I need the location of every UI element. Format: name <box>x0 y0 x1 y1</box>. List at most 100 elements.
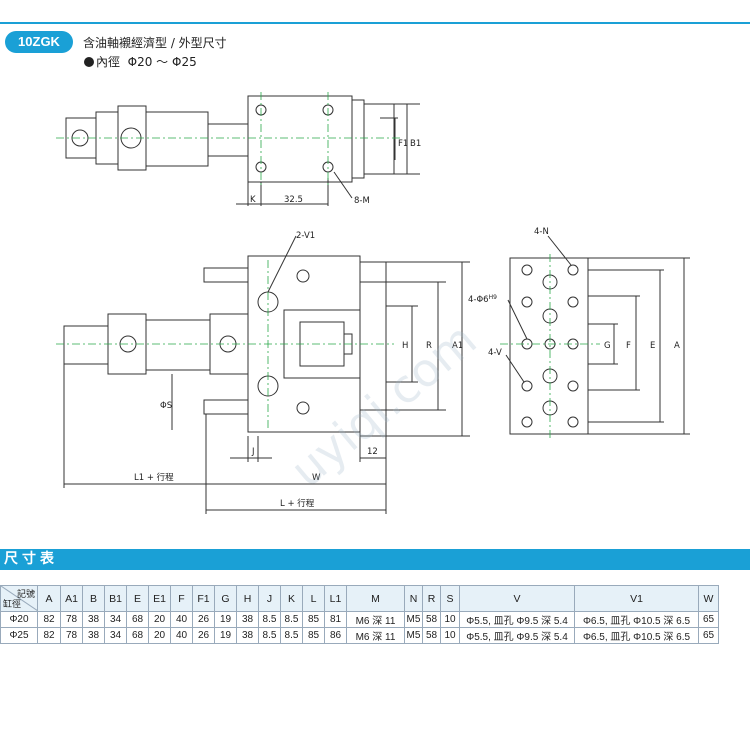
table-cell: 65 <box>698 627 719 644</box>
table-cell: 19 <box>214 627 237 644</box>
table-cell: M5 <box>404 611 423 628</box>
column-header-g: G <box>214 585 237 612</box>
table-cell: 82 <box>37 611 61 628</box>
column-header-h: H <box>236 585 259 612</box>
corner-bore-label: 缸徑 <box>3 599 22 609</box>
column-header-j: J <box>258 585 281 612</box>
table-cell: 38 <box>236 611 259 628</box>
column-header-l1: L1 <box>324 585 347 612</box>
table-cell: 26 <box>192 627 215 644</box>
column-header-v: V <box>459 585 575 612</box>
dim-h: H <box>402 341 408 351</box>
column-header-b1: B1 <box>104 585 127 612</box>
dim-g: G <box>604 341 611 351</box>
table-cell: 85 <box>302 611 325 628</box>
column-header-w: W <box>698 585 719 612</box>
dim-phi-s: ΦS <box>160 401 172 411</box>
table-cell: 38 <box>82 627 105 644</box>
dim-a1: A1 <box>452 341 463 351</box>
dim-12: 12 <box>367 447 378 457</box>
table-cell: 65 <box>698 611 719 628</box>
column-header-k: K <box>280 585 303 612</box>
table-cell: Φ6.5, 皿孔 Φ10.5 深 6.5 <box>574 611 699 628</box>
table-cell: M5 <box>404 627 423 644</box>
dim-4n: 4-N <box>534 227 549 237</box>
table-cell: 8.5 <box>280 611 303 628</box>
bore-label: 內徑 <box>96 55 121 69</box>
column-header-m: M <box>346 585 405 612</box>
table-cell: 68 <box>126 627 149 644</box>
table-cell: 68 <box>126 611 149 628</box>
page-title: 含油軸襯經濟型 / 外型尺寸 <box>83 36 227 50</box>
end-view <box>505 235 690 435</box>
column-header-e1: E1 <box>148 585 171 612</box>
table-cell: 26 <box>192 611 215 628</box>
dim-8m: 8-M <box>354 196 370 206</box>
technical-drawing: K 32.5 8-M F1 B1 2-V1 H R A1 ΦS J 12 W L… <box>56 92 690 514</box>
table-cell: 8.5 <box>258 611 281 628</box>
dim-e: E <box>650 341 655 351</box>
bullet-icon <box>84 57 94 67</box>
dimension-labels: K 32.5 8-M F1 B1 2-V1 H R A1 ΦS J 12 W L… <box>134 139 680 509</box>
dim-r: R <box>426 341 432 351</box>
dim-325: 32.5 <box>284 195 303 205</box>
table-cell: 58 <box>422 627 441 644</box>
table-cell: 40 <box>170 627 193 644</box>
bore-range: 內徑 Φ20 ～ Φ25 <box>84 53 197 70</box>
corner-cell: 記號 缸徑 <box>0 585 38 612</box>
dim-w: W <box>312 473 321 483</box>
dim-l1: L1 + 行程 <box>134 472 174 483</box>
table-cell: 78 <box>60 611 83 628</box>
column-header-a1: A1 <box>60 585 83 612</box>
column-header-n: N <box>404 585 423 612</box>
table-cell: 10 <box>440 611 460 628</box>
bore-cell: Φ20 <box>0 611 38 628</box>
column-header-a: A <box>37 585 61 612</box>
table-cell: 38 <box>82 611 105 628</box>
dim-2v1: 2-V1 <box>296 231 315 241</box>
top-view <box>65 95 420 206</box>
column-header-v1: V1 <box>574 585 699 612</box>
table-cell: 20 <box>148 611 171 628</box>
top-rule <box>0 22 750 24</box>
table-cell: 81 <box>324 611 347 628</box>
section-title: 尺寸表 <box>4 551 58 567</box>
table-cell: 78 <box>60 627 83 644</box>
table-cell: 10 <box>440 627 460 644</box>
table-cell: 85 <box>302 627 325 644</box>
column-header-e: E <box>126 585 149 612</box>
table-cell: 20 <box>148 627 171 644</box>
table-cell: 34 <box>104 611 127 628</box>
table-cell: M6 深 11 <box>346 627 405 644</box>
section-bar <box>0 549 750 570</box>
dim-k: K <box>250 195 256 205</box>
table-cell: 40 <box>170 611 193 628</box>
diagonal-divider <box>1 586 38 611</box>
table-cell: 8.5 <box>280 627 303 644</box>
table-cell: 58 <box>422 611 441 628</box>
bore-cell: Φ25 <box>0 627 38 644</box>
dim-f1: F1 <box>398 139 408 149</box>
table-cell: Φ5.5, 皿孔 Φ9.5 深 5.4 <box>459 611 575 628</box>
table-cell: 82 <box>37 627 61 644</box>
table-cell: M6 深 11 <box>346 611 405 628</box>
table-cell: 8.5 <box>258 627 281 644</box>
dim-l: L + 行程 <box>280 498 315 509</box>
bore-range-value: Φ20 ～ Φ25 <box>127 55 197 69</box>
column-header-r: R <box>422 585 441 612</box>
dim-a: A <box>674 341 680 351</box>
corner-symbol-label: 記號 <box>16 589 35 599</box>
dim-j: J <box>251 447 255 457</box>
dim-f: F <box>626 341 631 351</box>
column-header-l: L <box>302 585 325 612</box>
dim-4phi6: 4-Φ6H9 <box>468 294 497 305</box>
table-cell: Φ6.5, 皿孔 Φ10.5 深 6.5 <box>574 627 699 644</box>
table-cell: 19 <box>214 611 237 628</box>
dim-b1: B1 <box>410 139 421 149</box>
column-header-b: B <box>82 585 105 612</box>
